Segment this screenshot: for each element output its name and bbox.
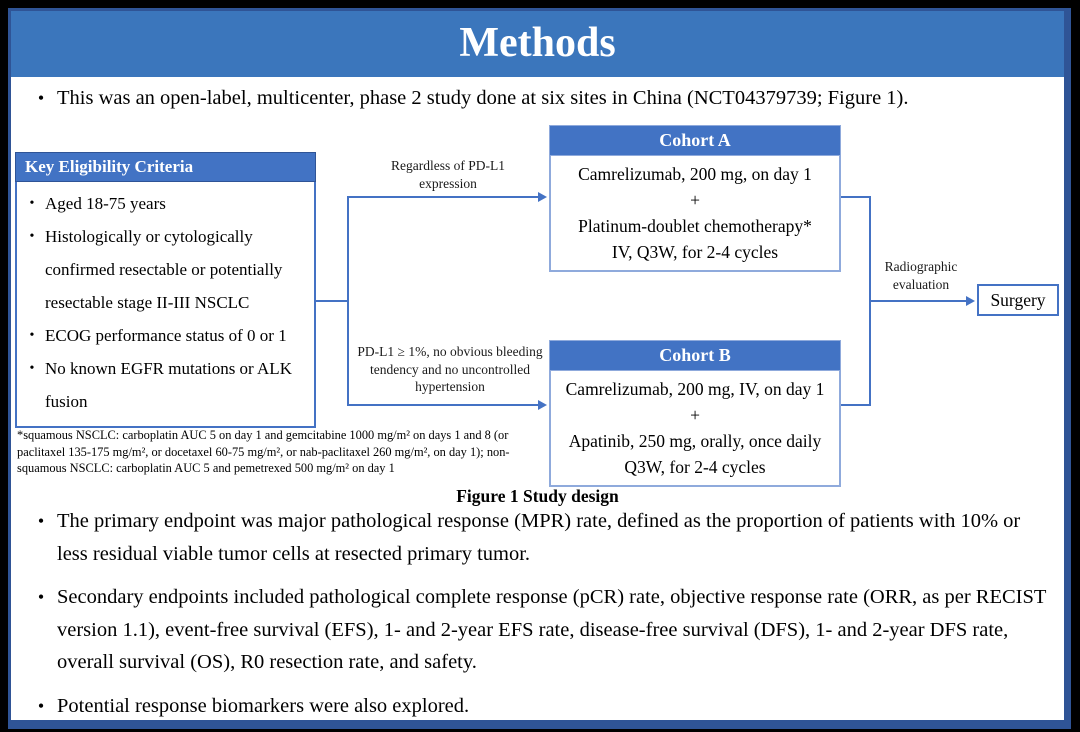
figure-footnote: *squamous NSCLC: carboplatin AUC 5 on da… — [17, 428, 510, 475]
cohort-b-body: Camrelizumab, 200 mg, IV, on day 1 + Apa… — [549, 371, 841, 487]
title-banner: Methods — [11, 11, 1064, 77]
radiographic-evaluation-label: Radiographic evaluation — [884, 259, 958, 292]
bullet-item-primary-endpoint: The primary endpoint was major pathologi… — [25, 505, 1050, 570]
bullet-icon — [19, 220, 45, 253]
flow-line-eligibility-stub — [316, 300, 347, 302]
eligibility-item-text: ECOG performance status of 0 or 1 — [45, 326, 287, 345]
branch-b-condition-label: PD-L1 ≥ 1%, no obvious bleeding tendency… — [357, 344, 543, 394]
surgery-box: Surgery — [977, 284, 1059, 316]
flow-line-cohort-a-stub — [841, 196, 871, 198]
bullet-icon — [25, 581, 57, 614]
eligibility-body: Aged 18-75 years Histologically or cytol… — [15, 182, 316, 428]
branch-a-condition-label: Regardless of PD-L1 expression — [391, 158, 505, 191]
cohort-a-line: + — [690, 190, 700, 210]
eligibility-item-text: Histologically or cytologically confirme… — [45, 227, 283, 312]
cohort-a-line: IV, Q3W, for 2-4 cycles — [611, 242, 779, 262]
cohort-b-line: Apatinib, 250 mg, orally, once daily — [568, 431, 822, 451]
endpoint-bullet-list: The primary endpoint was major pathologi… — [25, 505, 1050, 721]
flow-line-to-cohort-b — [348, 404, 539, 406]
flow-line-left-vertical — [347, 196, 349, 406]
eligibility-item: ECOG performance status of 0 or 1 — [19, 319, 310, 352]
bullet-icon — [19, 187, 45, 220]
bullet-text: Potential response biomarkers were also … — [57, 694, 470, 717]
slide: Methods This was an open-label, multicen… — [8, 8, 1071, 729]
cohort-a-line: Camrelizumab, 200 mg, on day 1 — [578, 164, 812, 184]
bullet-icon — [25, 83, 57, 113]
cohort-b-box: Cohort B Camrelizumab, 200 mg, IV, on da… — [549, 340, 841, 487]
eligibility-item-text: Aged 18-75 years — [45, 194, 166, 213]
cohort-b-line: Q3W, for 2-4 cycles — [624, 457, 766, 477]
bullet-icon — [19, 319, 45, 352]
bullet-item-biomarkers: Potential response biomarkers were also … — [25, 690, 1050, 721]
bullet-icon — [25, 690, 57, 721]
eligibility-box: Key Eligibility Criteria Aged 18-75 year… — [15, 152, 316, 428]
intro-bullet: This was an open-label, multicenter, pha… — [25, 83, 1052, 113]
arrow-right-icon — [966, 296, 975, 306]
flow-line-cohort-b-stub — [841, 404, 871, 406]
cohort-a-box: Cohort A Camrelizumab, 200 mg, on day 1 … — [549, 125, 841, 272]
eligibility-header: Key Eligibility Criteria — [15, 152, 316, 182]
bullet-icon — [25, 505, 57, 538]
surgery-label: Surgery — [990, 290, 1046, 310]
figure-caption: Figure 1 Study design — [456, 486, 619, 506]
bullet-text: Secondary endpoints included pathologica… — [57, 586, 1047, 673]
flow-line-to-surgery — [870, 300, 967, 302]
cohort-a-line: Platinum-doublet chemotherapy* — [578, 216, 812, 236]
bullet-item-secondary-endpoints: Secondary endpoints included pathologica… — [25, 581, 1050, 679]
eligibility-item: Histologically or cytologically confirme… — [19, 220, 310, 319]
cohort-b-line: Camrelizumab, 200 mg, IV, on day 1 — [565, 379, 825, 399]
bullet-text: The primary endpoint was major pathologi… — [57, 510, 1021, 565]
eligibility-item: No known EGFR mutations or ALK fusion — [19, 352, 310, 418]
arrow-right-icon — [538, 192, 547, 202]
cohort-b-line: + — [690, 405, 700, 425]
cohort-a-body: Camrelizumab, 200 mg, on day 1 + Platinu… — [549, 156, 841, 272]
arrow-right-icon — [538, 400, 547, 410]
page-title: Methods — [459, 20, 616, 66]
cohort-b-header: Cohort B — [549, 340, 841, 371]
eligibility-item-text: No known EGFR mutations or ALK fusion — [45, 359, 292, 411]
eligibility-item: Aged 18-75 years — [19, 187, 310, 220]
intro-text: This was an open-label, multicenter, pha… — [57, 87, 909, 109]
cohort-a-header: Cohort A — [549, 125, 841, 156]
bullet-icon — [19, 352, 45, 385]
flow-line-to-cohort-a — [348, 196, 539, 198]
